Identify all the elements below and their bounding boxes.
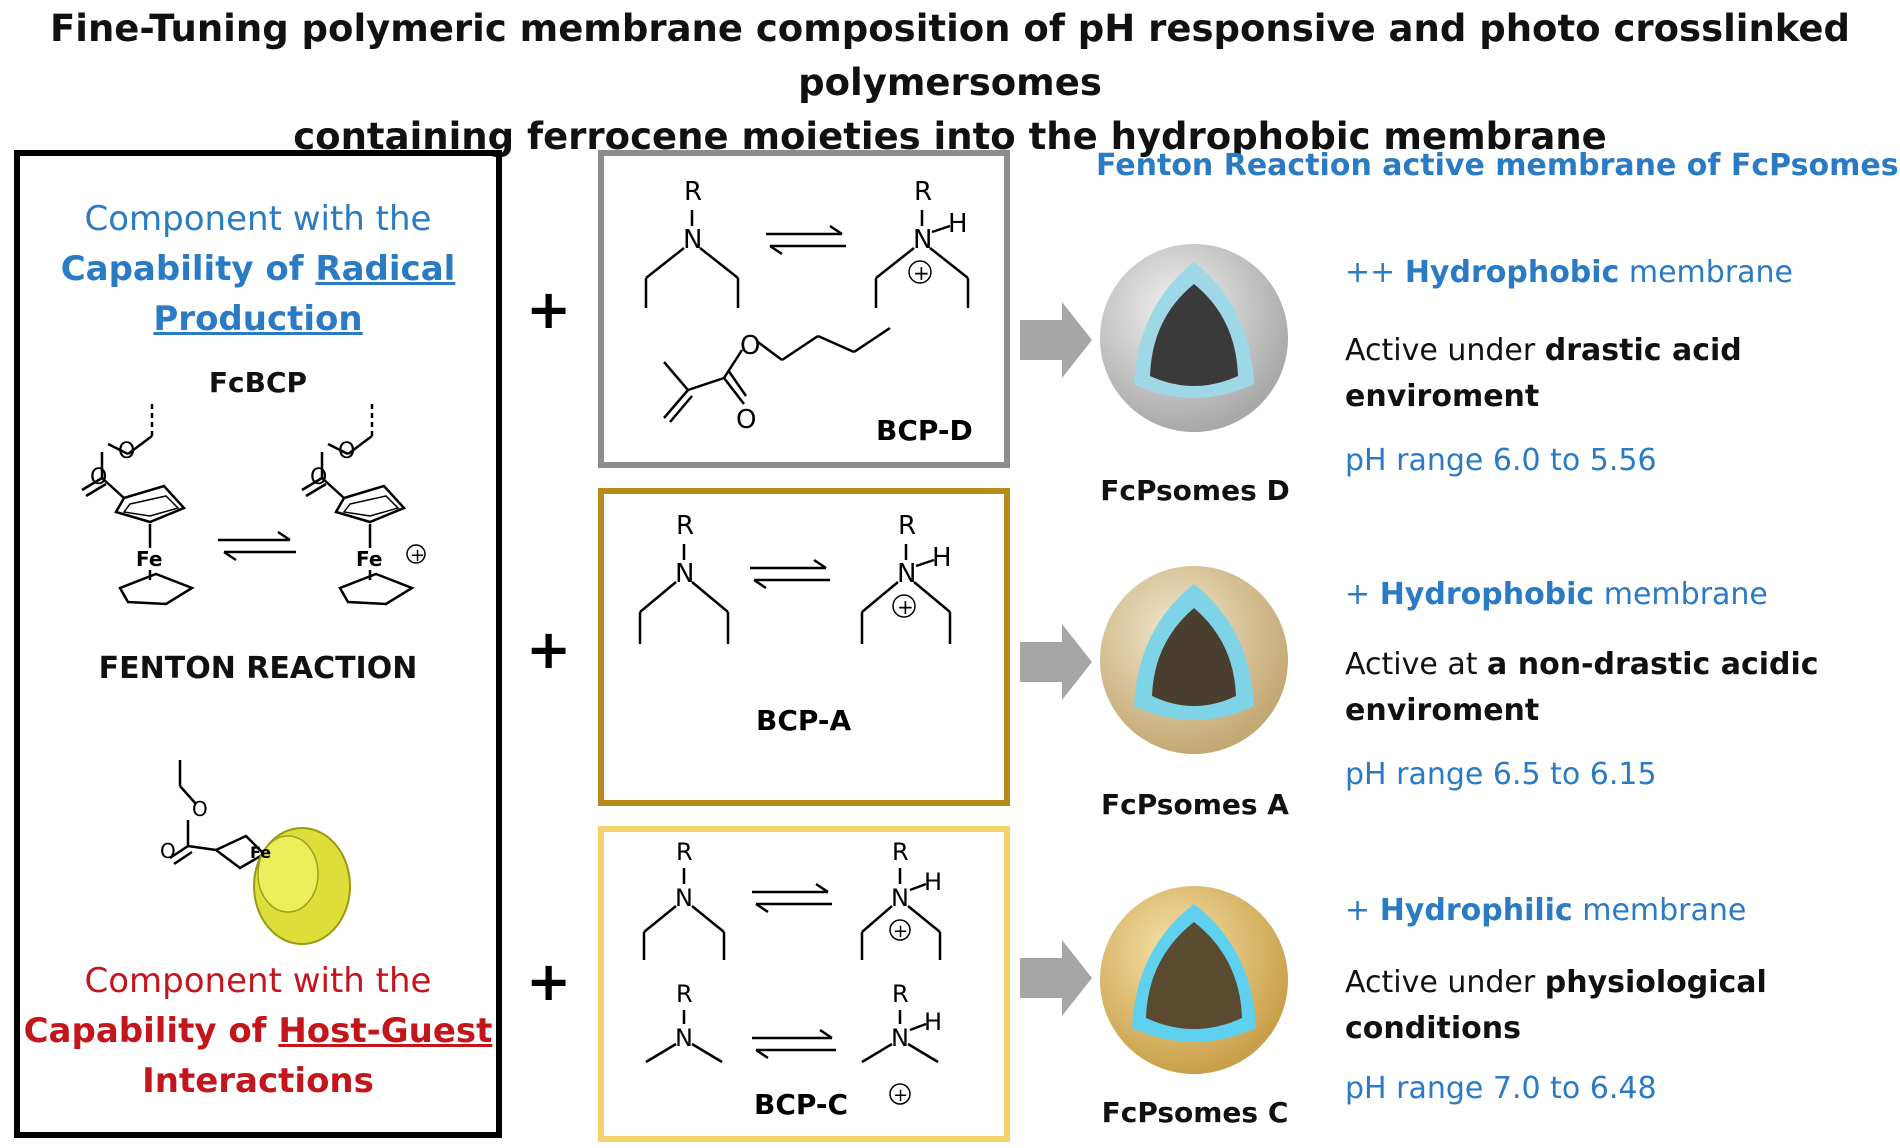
fcbcp-label: FcBCP bbox=[208, 366, 308, 399]
radical-heading: Component with the Capability of Radical… bbox=[20, 194, 496, 344]
host-line-1: Component with the bbox=[84, 961, 432, 1001]
bcp-c-n2: N bbox=[891, 884, 909, 912]
fcpsomes-a-description: + Hydrophobic membrane Active at a non-d… bbox=[1345, 572, 1819, 798]
bcp-c-charge-2: + bbox=[893, 1085, 908, 1106]
fcpsomes-c-activity-2: conditions bbox=[1345, 1011, 1521, 1046]
bcp-d-box: R N R N H + O O BCP-D bbox=[598, 150, 1010, 468]
diagram-title: Fine-Tuning polymeric membrane compositi… bbox=[0, 2, 1900, 164]
fcpsomes-c-ph-range: pH range 7.0 to 6.48 bbox=[1345, 1071, 1657, 1106]
fcpsomes-d-hydrophobicity: ++ Hydrophobic membrane bbox=[1345, 255, 1794, 290]
arrows bbox=[1020, 302, 1092, 1016]
fcpsomes-d-activity-2: enviroment bbox=[1345, 379, 1540, 414]
fcpsomes-c-label: FcPsomes C bbox=[1101, 1096, 1289, 1129]
bcp-d-h: H bbox=[948, 209, 968, 239]
polymersome-c bbox=[1100, 886, 1288, 1074]
bcp-d-charge: + bbox=[913, 261, 930, 285]
polymersome-a bbox=[1100, 566, 1288, 754]
complex-oxygen-2: O bbox=[160, 839, 176, 863]
ferrocenium-charge: + bbox=[410, 545, 425, 566]
bcp-c-box: R N R N H + R N R N H + BCP-C bbox=[598, 826, 1010, 1142]
bcp-c-r3: R bbox=[676, 980, 693, 1008]
bcp-c-n3: N bbox=[675, 1024, 693, 1052]
bcp-d-label: BCP-D bbox=[876, 414, 973, 447]
bcp-a-label: BCP-A bbox=[756, 704, 852, 737]
bcp-a-n2: N bbox=[897, 559, 916, 589]
bcp-a-h: H bbox=[932, 543, 952, 573]
arrow-to-fcpsomes-c bbox=[1020, 940, 1092, 1016]
fcpsomes-d-label: FcPsomes D bbox=[1100, 474, 1290, 507]
radical-line-3: Production bbox=[153, 299, 363, 339]
bcp-c-r4: R bbox=[892, 980, 909, 1008]
radical-cap-text: Capability of bbox=[60, 249, 316, 289]
bcp-d-r1: R bbox=[684, 177, 702, 207]
fcpsomes-d-ph-range: pH range 6.0 to 5.56 bbox=[1345, 443, 1657, 478]
bcp-a-charge: + bbox=[897, 595, 914, 619]
bcp-d-r2: R bbox=[914, 177, 932, 207]
radical-line-2: Capability of Radical bbox=[20, 244, 496, 294]
host-line-2: Capability of Host-Guest bbox=[20, 1006, 496, 1056]
fcpsomes-d-description: ++ Hydrophobic membrane Active under dra… bbox=[1345, 250, 1793, 484]
polymersome-graphics bbox=[1020, 244, 1288, 1074]
bcp-c-r1: R bbox=[676, 838, 693, 866]
plus-sign-2: + bbox=[526, 618, 572, 681]
section-title: Fenton Reaction active membrane of FcPso… bbox=[1096, 148, 1899, 183]
bcp-c-h2: H bbox=[924, 1008, 942, 1036]
bcp-c-label: BCP-C bbox=[754, 1088, 848, 1121]
host-cap-text: Capability of bbox=[23, 1011, 279, 1051]
component-panel: Component with the Capability of Radical… bbox=[14, 150, 502, 1138]
bcp-c-r2: R bbox=[892, 838, 909, 866]
plus-sign-3: + bbox=[526, 950, 572, 1013]
arrow-to-fcpsomes-a bbox=[1020, 624, 1092, 700]
fcpsomes-a-hydrophobicity: + Hydrophobic membrane bbox=[1345, 577, 1768, 612]
bcp-a-structure: R N R N H + BCP-A bbox=[638, 511, 952, 737]
title-line-1: Fine-Tuning polymeric membrane compositi… bbox=[50, 7, 1850, 104]
polymersome-d bbox=[1100, 244, 1288, 432]
fcpsomes-a-label: FcPsomes A bbox=[1101, 788, 1289, 821]
fcpsomes-a-activity: Active at a non-drastic acidic bbox=[1345, 647, 1819, 682]
bcp-a-r2: R bbox=[898, 511, 916, 541]
left-oxygen-1: O bbox=[90, 465, 107, 490]
bcp-d-n2: N bbox=[913, 225, 932, 255]
bcp-a-r1: R bbox=[676, 511, 694, 541]
bcp-c-n1: N bbox=[675, 884, 693, 912]
right-oxygen-2: O bbox=[338, 439, 355, 464]
host-guest-heading: Component with the Capability of Host-Gu… bbox=[20, 956, 496, 1106]
bcp-d-oxygen-2: O bbox=[736, 405, 756, 435]
bcp-c-h1: H bbox=[924, 868, 942, 896]
bcp-c-structure: R N R N H + R N R N H + BCP-C bbox=[642, 838, 942, 1121]
bcp-a-n1: N bbox=[675, 559, 694, 589]
fcpsomes-c-hydrophobicity: + Hydrophilic membrane bbox=[1345, 893, 1747, 928]
fcpsomes-a-activity-2: enviroment bbox=[1345, 693, 1540, 728]
arrow-to-fcpsomes-d bbox=[1020, 302, 1092, 378]
complex-oxygen-1: O bbox=[192, 797, 208, 821]
host-line-3: Interactions bbox=[142, 1061, 374, 1101]
right-oxygen-1: O bbox=[310, 465, 327, 490]
ferrocene-equilibrium-structure: O O O O Fe Fe + bbox=[81, 404, 426, 606]
bcp-d-oxygen-1: O bbox=[740, 331, 760, 361]
iron-label-left: Fe bbox=[136, 547, 162, 571]
bcp-d-structure: R N R N H + O O BCP-D bbox=[644, 177, 973, 447]
iron-label-right: Fe bbox=[356, 547, 382, 571]
plus-sign-1: + bbox=[526, 278, 572, 341]
fcpsomes-d-activity: Active under drastic acid bbox=[1345, 333, 1742, 368]
bcp-a-box: R N R N H + BCP-A bbox=[598, 488, 1010, 806]
host-cap-underlined: Host-Guest bbox=[278, 1011, 493, 1051]
radical-cap-underlined: Radical bbox=[315, 249, 456, 289]
host-guest-complex: O O Fe bbox=[160, 760, 351, 945]
bcp-c-n4: N bbox=[891, 1024, 909, 1052]
radical-line-1: Component with the bbox=[84, 199, 432, 239]
fcpsomes-a-ph-range: pH range 6.5 to 6.15 bbox=[1345, 757, 1657, 792]
fenton-reaction-label: FENTON REACTION bbox=[98, 651, 418, 686]
bcp-c-charge-1: + bbox=[893, 921, 908, 942]
fcpsomes-c-description: + Hydrophilic membrane Active under phys… bbox=[1345, 888, 1767, 1112]
left-oxygen-2: O bbox=[118, 439, 135, 464]
complex-iron-label: Fe bbox=[250, 843, 271, 862]
bcp-d-n1: N bbox=[683, 225, 702, 255]
fcpsomes-c-activity: Active under physiological bbox=[1345, 965, 1767, 1000]
